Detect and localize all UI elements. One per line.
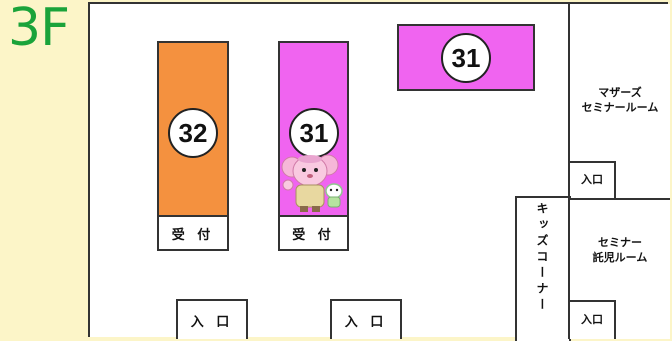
booth-31-top-number: 31 [441,33,491,83]
seminar-room-entrance[interactable]: 入口 [568,300,616,339]
mascot-illustration [281,154,343,212]
entrance-bottom-left[interactable]: 入 口 [176,299,248,339]
reception-left: 受 付 [157,215,229,251]
booth-32[interactable]: 32 [157,41,229,217]
booth-32-number: 32 [168,108,218,158]
reception-mid: 受 付 [278,215,349,251]
mothers-room-entrance[interactable]: 入口 [568,161,616,200]
booth-31-left-number: 31 [289,108,339,158]
mothers-seminar-room[interactable]: マザーズ セミナールーム [568,4,670,200]
kids-corner[interactable]: キッズコーナー [515,196,571,341]
entrance-bottom-mid[interactable]: 入 口 [330,299,402,339]
floor-label: 3F [8,0,70,58]
floor-plan: 32 受 付 31 受 付 31 マザーズ セミナールーム 入口 [88,2,670,341]
kids-corner-label: キッズコーナー [535,202,549,314]
booth-31-left[interactable]: 31 [278,41,349,217]
booth-31-top[interactable]: 31 [397,24,535,91]
